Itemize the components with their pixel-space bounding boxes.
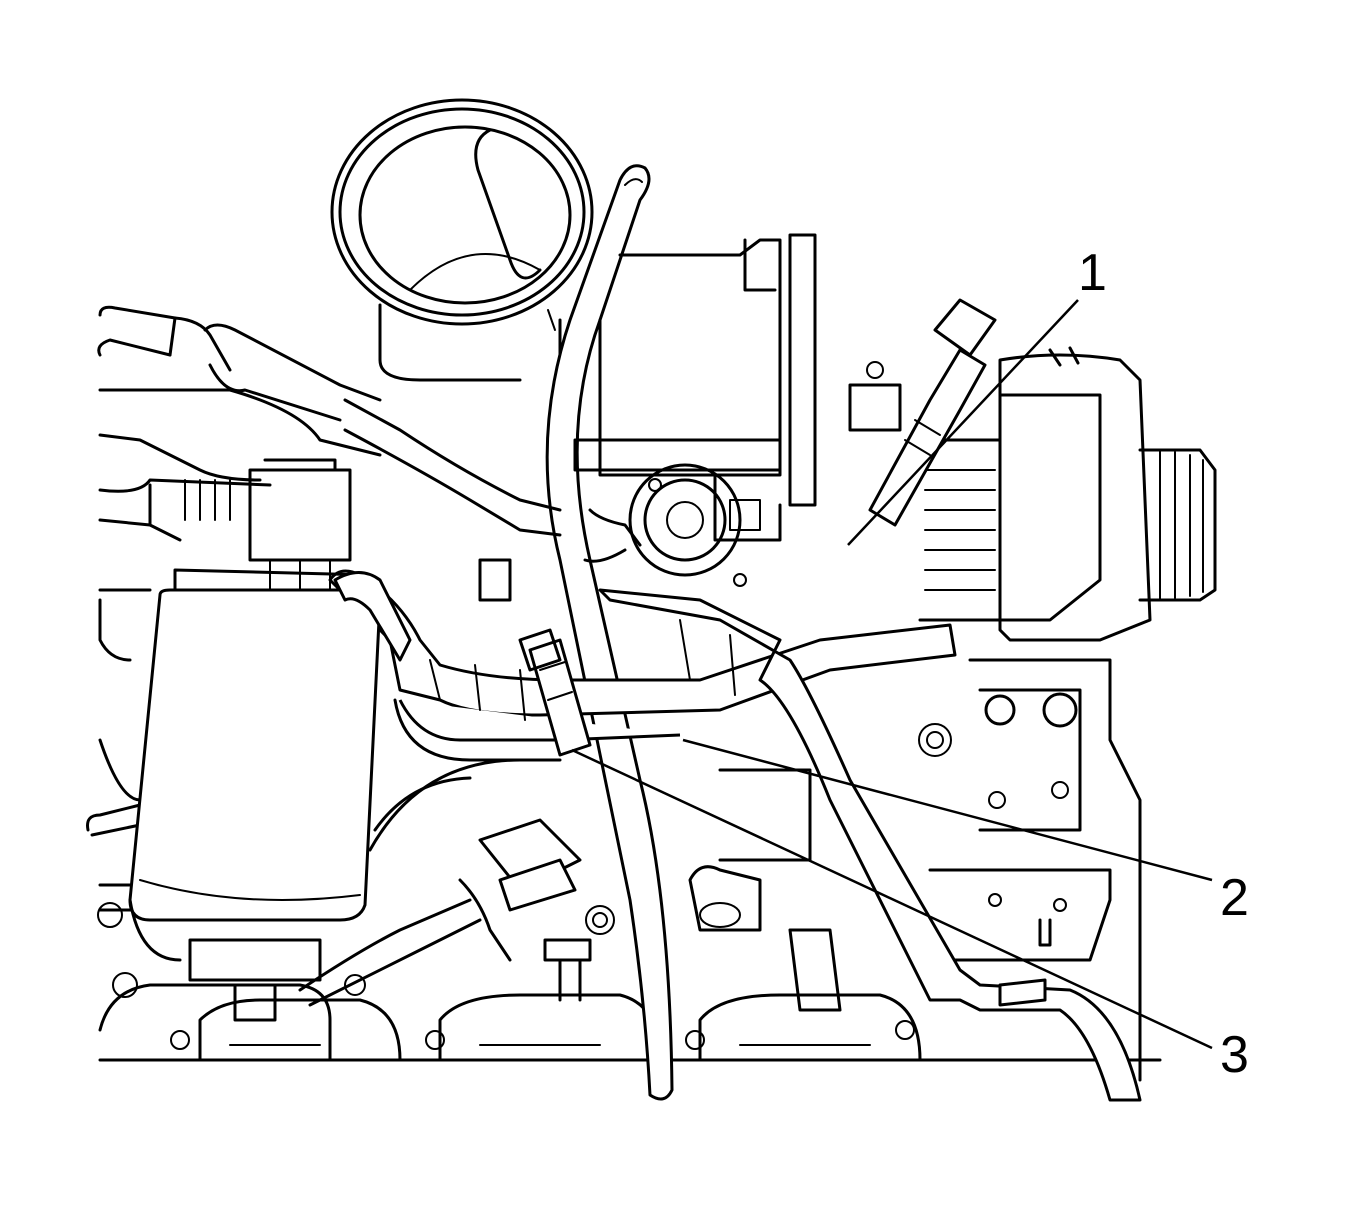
callout-3-label: 3 — [1220, 1026, 1249, 1084]
mounting-bracket — [928, 658, 1142, 1082]
callout-2-leader — [682, 738, 1213, 882]
egr-housing — [573, 233, 817, 587]
wiring-harness — [328, 569, 1142, 1102]
coolant-hose-upper — [868, 298, 997, 527]
callout-1-leader — [847, 299, 1079, 546]
callout-1-label: 1 — [1078, 244, 1107, 302]
fuel-filter — [128, 458, 382, 1022]
callout-2-label: 2 — [1220, 869, 1249, 927]
fuel-hose — [333, 398, 562, 662]
callout-3-leader — [571, 748, 1213, 1050]
sensor-cluster — [298, 723, 952, 1012]
center-tube — [545, 164, 674, 1101]
callout-labels: 1 2 3 — [1078, 244, 1249, 1084]
cylinder-head — [98, 905, 1162, 1062]
callout-leaders — [571, 299, 1213, 1050]
harness-connector — [518, 628, 592, 757]
throttle-body — [330, 98, 594, 382]
intake-tubes — [86, 305, 382, 928]
